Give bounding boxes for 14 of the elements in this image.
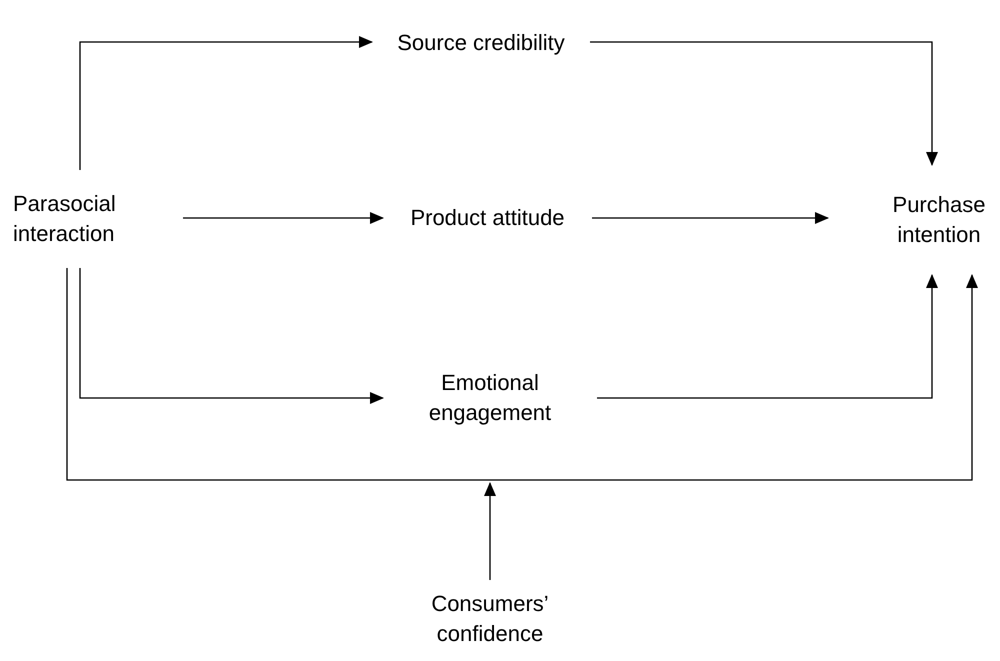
node-label: Source credibility	[397, 29, 565, 57]
arrow	[484, 482, 496, 580]
arrow	[79, 36, 373, 170]
node-label: Emotional engagement	[428, 369, 552, 427]
arrow	[66, 268, 978, 481]
arrow	[590, 41, 938, 166]
node-label: Product attitude	[410, 204, 565, 232]
arrow	[183, 212, 384, 224]
node-label: Purchase intention	[892, 191, 986, 249]
arrow	[79, 268, 384, 404]
arrow	[597, 274, 938, 399]
node-label: Consumers’ confidence	[430, 590, 550, 648]
node-label: Parasocial interaction	[13, 190, 117, 248]
arrow	[592, 212, 829, 224]
